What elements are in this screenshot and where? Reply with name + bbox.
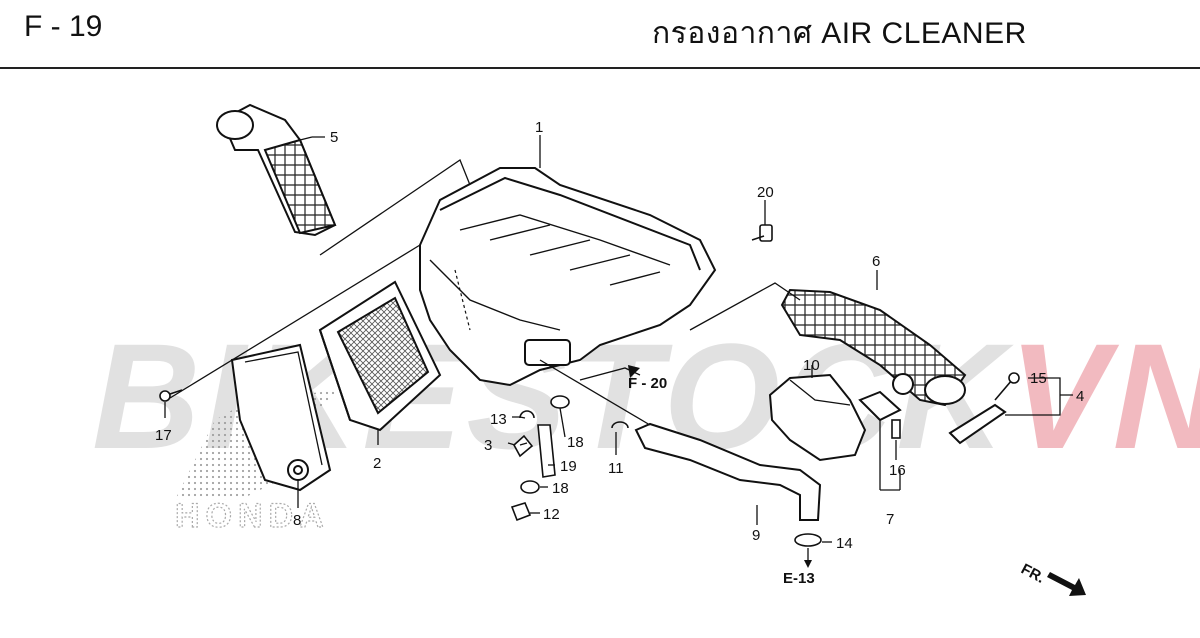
- part-18-clip-upper: [550, 395, 570, 409]
- part-2-filter-element: [318, 280, 442, 432]
- exploded-view: HONDA: [155, 103, 1086, 596]
- label-part-19: 19: [560, 458, 577, 475]
- label-part-18-upper: 18: [567, 434, 584, 451]
- part-14-clip: [794, 533, 822, 547]
- label-part-3: 3: [484, 437, 492, 454]
- watermark-accent: VN: [1008, 312, 1200, 480]
- header: F - 19 กรองอากาศ AIR CLEANER: [0, 0, 1200, 69]
- label-part-7: 7: [886, 511, 894, 528]
- part-18-clip-lower: [520, 480, 540, 494]
- header-divider: [0, 67, 1200, 69]
- label-part-10: 10: [803, 357, 820, 374]
- part-16-screw: [891, 419, 901, 439]
- figure-code: F - 19: [24, 10, 103, 43]
- label-part-18-lower: 18: [552, 480, 569, 497]
- label-part-1: 1: [535, 119, 543, 136]
- label-part-4: 4: [1076, 388, 1084, 405]
- ref-f20: F - 20: [628, 375, 667, 392]
- label-part-13: 13: [490, 411, 507, 428]
- part-8-cover: [230, 343, 332, 492]
- part-1-air-cleaner-case: [419, 167, 717, 387]
- label-part-11: 11: [608, 460, 624, 477]
- ref-e13: E-13: [783, 570, 815, 587]
- label-part-14: 14: [836, 535, 853, 552]
- part-17-screw: [159, 389, 183, 402]
- part-7-clamp: [858, 390, 902, 422]
- part-3-plug: [512, 434, 534, 458]
- part-4-band: [948, 403, 1007, 445]
- parts-diagram: BIKESTOCKVN HONDA: [0, 70, 1200, 638]
- label-part-9: 9: [752, 527, 760, 544]
- front-arrow: [1047, 572, 1086, 596]
- label-part-15: 15: [1030, 370, 1047, 387]
- label-part-20: 20: [757, 184, 774, 201]
- part-15-bolt: [994, 372, 1020, 401]
- part-9-drain-hose: [634, 422, 822, 521]
- label-part-17: 17: [155, 427, 172, 444]
- label-part-5: 5: [330, 129, 338, 146]
- part-11-clip: [611, 421, 629, 429]
- part-10-resonator: [768, 373, 867, 462]
- ref-front: FR.: [1018, 561, 1047, 587]
- part-6-connecting-tube: [780, 288, 967, 407]
- part-13-clip: [519, 410, 535, 419]
- label-part-2: 2: [373, 455, 381, 472]
- label-part-16: 16: [889, 462, 906, 479]
- arrowheads: [628, 365, 812, 568]
- part-20-bolt: [751, 224, 773, 242]
- honda-text: HONDA: [175, 497, 330, 535]
- label-part-6: 6: [872, 253, 880, 270]
- part-19-tube: [537, 424, 556, 478]
- part-5-intake-duct: [216, 103, 337, 237]
- figure-title: กรองอากาศ AIR CLEANER: [652, 17, 1027, 50]
- label-part-8: 8: [293, 512, 301, 529]
- part-12-plug: [510, 502, 532, 522]
- label-part-12: 12: [543, 506, 560, 523]
